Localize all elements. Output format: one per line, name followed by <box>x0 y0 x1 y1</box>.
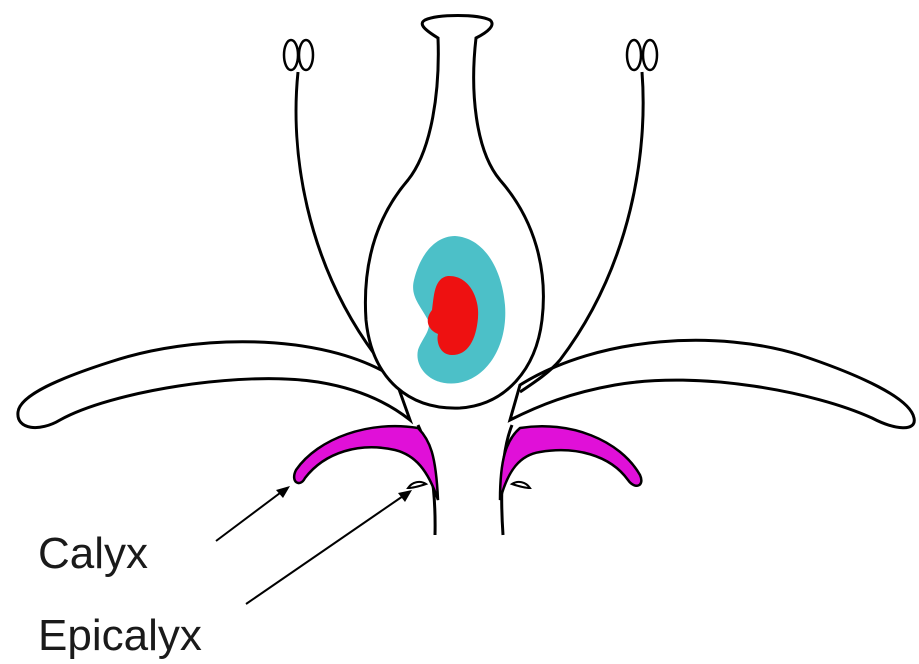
petal-left <box>18 342 410 428</box>
epicalyx-bract-right <box>512 482 530 488</box>
anther-left <box>284 40 313 70</box>
calyx-pointer-arrow <box>216 486 290 541</box>
epicalyx-label: Epicalyx <box>38 614 202 658</box>
epicalyx-bract-left <box>408 482 426 488</box>
calyx-sepal-right <box>500 426 641 500</box>
petal-right <box>510 340 914 427</box>
calyx-label: Calyx <box>38 532 148 576</box>
epicalyx-pointer-arrow <box>246 490 412 604</box>
calyx-sepal-left <box>294 426 438 500</box>
anther-right <box>627 40 657 70</box>
